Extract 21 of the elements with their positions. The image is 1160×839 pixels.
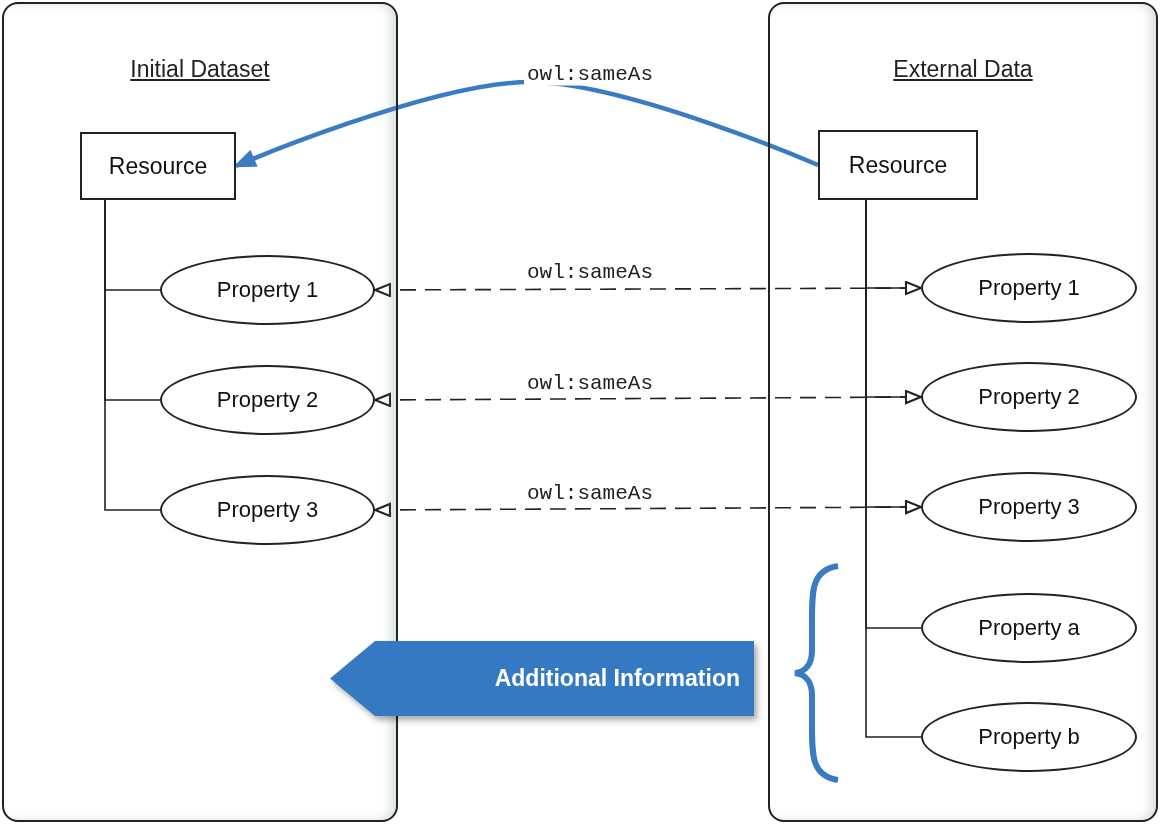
arrow [373,281,923,297]
arrow [373,390,923,407]
node-label: Property 2 [978,384,1080,410]
panel-heading: Initial Dataset [129,56,271,83]
dataset-panel [2,2,398,822]
resource-box [80,132,236,200]
node-label: Property 1 [978,275,1080,301]
panel-heading: External Data [892,56,1034,83]
node-label: Property 3 [216,497,319,523]
resource-box [818,130,978,200]
node-label: Property 3 [978,494,1080,520]
banner-label: Additional Information [494,665,740,692]
dataset-panel [768,2,1158,822]
node-label: Resource [848,151,948,179]
node-label: Property 1 [216,277,319,303]
node-label: Property 2 [216,387,319,413]
node-label: Property a [978,615,1080,641]
connector-line [104,199,161,511]
arrow [373,500,923,517]
node-label: Resource [108,152,208,180]
node-label: Property b [978,724,1080,750]
